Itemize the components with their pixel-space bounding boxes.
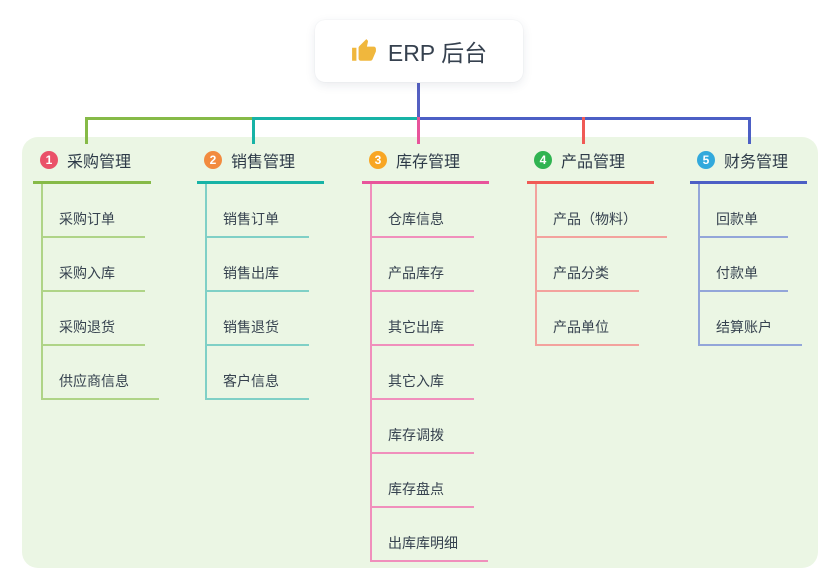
connector-horizontal-mid [252,117,419,120]
thumbs-up-icon [351,38,377,64]
branch-children: 采购订单 采购入库 采购退货 供应商信息 [41,184,159,400]
child-node[interactable]: 回款单 [700,184,788,238]
root-label: ERP 后台 [387,40,488,66]
number-badge-4: 4 [534,151,552,169]
number-badge-1: 1 [40,151,58,169]
branch-sales: 2 销售管理 销售订单 销售出库 销售退货 客户信息 [197,146,324,400]
connector-drop-finance [748,117,751,144]
branch-children: 产品（物料） 产品分类 产品单位 [535,184,667,346]
connector-drop-product [582,117,585,144]
child-node[interactable]: 其它出库 [372,292,474,346]
branch-inventory: 3 库存管理 仓库信息 产品库存 其它出库 其它入库 库存调拨 库存盘点 出库库… [362,146,489,562]
child-node[interactable]: 其它入库 [372,346,474,400]
branch-node-purchase[interactable]: 1 采购管理 [33,146,151,184]
branch-node-finance[interactable]: 5 财务管理 [690,146,807,184]
child-node[interactable]: 产品库存 [372,238,474,292]
branch-node-sales[interactable]: 2 销售管理 [197,146,324,184]
child-node[interactable]: 供应商信息 [43,346,159,400]
branch-node-inventory[interactable]: 3 库存管理 [362,146,489,184]
branch-children: 仓库信息 产品库存 其它出库 其它入库 库存调拨 库存盘点 出库库明细 [370,184,489,562]
branch-purchase: 1 采购管理 采购订单 采购入库 采购退货 供应商信息 [33,146,159,400]
child-node[interactable]: 采购入库 [43,238,145,292]
child-node[interactable]: 出库库明细 [372,508,488,562]
root-stem-connector [417,83,420,117]
connector-drop-inventory [417,117,420,144]
branch-children: 销售订单 销售出库 销售退货 客户信息 [205,184,324,400]
child-node[interactable]: 产品单位 [537,292,639,346]
branch-product: 4 产品管理 产品（物料） 产品分类 产品单位 [527,146,667,346]
child-node[interactable]: 库存调拨 [372,400,474,454]
branch-label: 采购管理 [67,154,132,171]
child-node[interactable]: 采购退货 [43,292,145,346]
child-node[interactable]: 销售退货 [207,292,309,346]
connector-horizontal-left [85,117,252,120]
child-node[interactable]: 采购订单 [43,184,145,238]
child-node[interactable]: 付款单 [700,238,788,292]
connector-drop-purchase [85,117,88,144]
branch-children: 回款单 付款单 结算账户 [698,184,807,346]
root-node[interactable]: ERP 后台 [315,20,523,82]
child-node[interactable]: 客户信息 [207,346,309,400]
child-node[interactable]: 销售出库 [207,238,309,292]
connector-drop-sales [252,117,255,144]
child-node[interactable]: 结算账户 [700,292,802,346]
branch-finance: 5 财务管理 回款单 付款单 结算账户 [690,146,807,346]
branch-label: 产品管理 [561,154,626,171]
number-badge-5: 5 [697,151,715,169]
branch-label: 销售管理 [231,154,296,171]
branch-node-product[interactable]: 4 产品管理 [527,146,654,184]
child-node[interactable]: 库存盘点 [372,454,474,508]
number-badge-2: 2 [204,151,222,169]
child-node[interactable]: 仓库信息 [372,184,474,238]
mindmap-panel [22,137,818,568]
child-node[interactable]: 销售订单 [207,184,309,238]
branch-label: 财务管理 [724,154,789,171]
child-node[interactable]: 产品分类 [537,238,639,292]
connector-horizontal-right [419,117,751,120]
number-badge-3: 3 [369,151,387,169]
child-node[interactable]: 产品（物料） [537,184,667,238]
branch-label: 库存管理 [396,154,461,171]
